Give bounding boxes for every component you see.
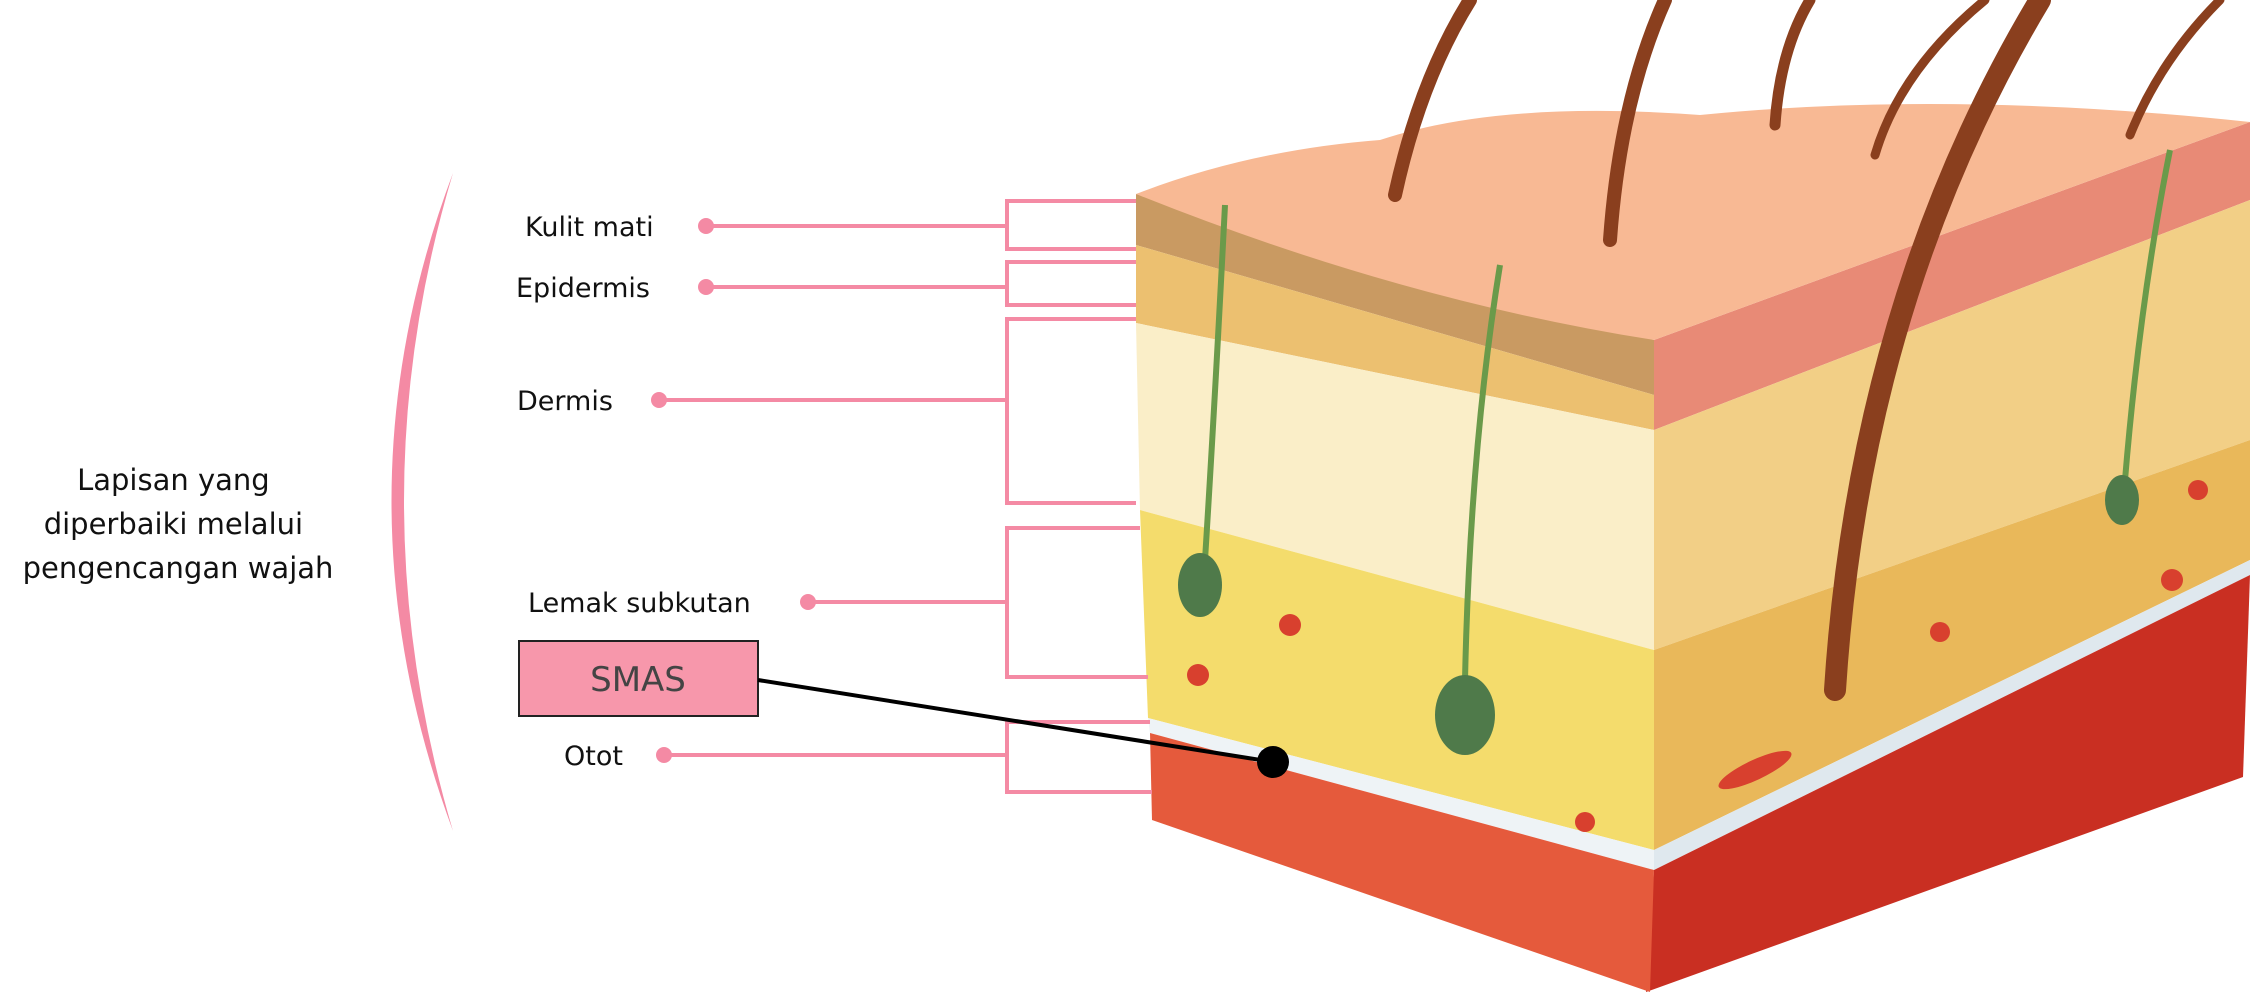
label-otot: Otot [564, 741, 623, 772]
label-lemak-subkutan: Lemak subkutan [528, 588, 751, 619]
grouping-arc [391, 173, 453, 831]
skin-cross-section [1136, 0, 2250, 992]
label-leaders [651, 199, 1152, 794]
smas-pointer-line [757, 678, 1274, 764]
group-title: Lapisan yang diperbaiki melalui pengenca… [23, 463, 334, 585]
label-epidermis: Epidermis [516, 273, 650, 304]
label-dermis: Dermis [517, 386, 613, 417]
smas-pointer-dot [1257, 746, 1289, 778]
label-kulit-mati: Kulit mati [525, 212, 654, 243]
smas-label: SMAS [590, 660, 686, 700]
smas-box [518, 640, 759, 717]
